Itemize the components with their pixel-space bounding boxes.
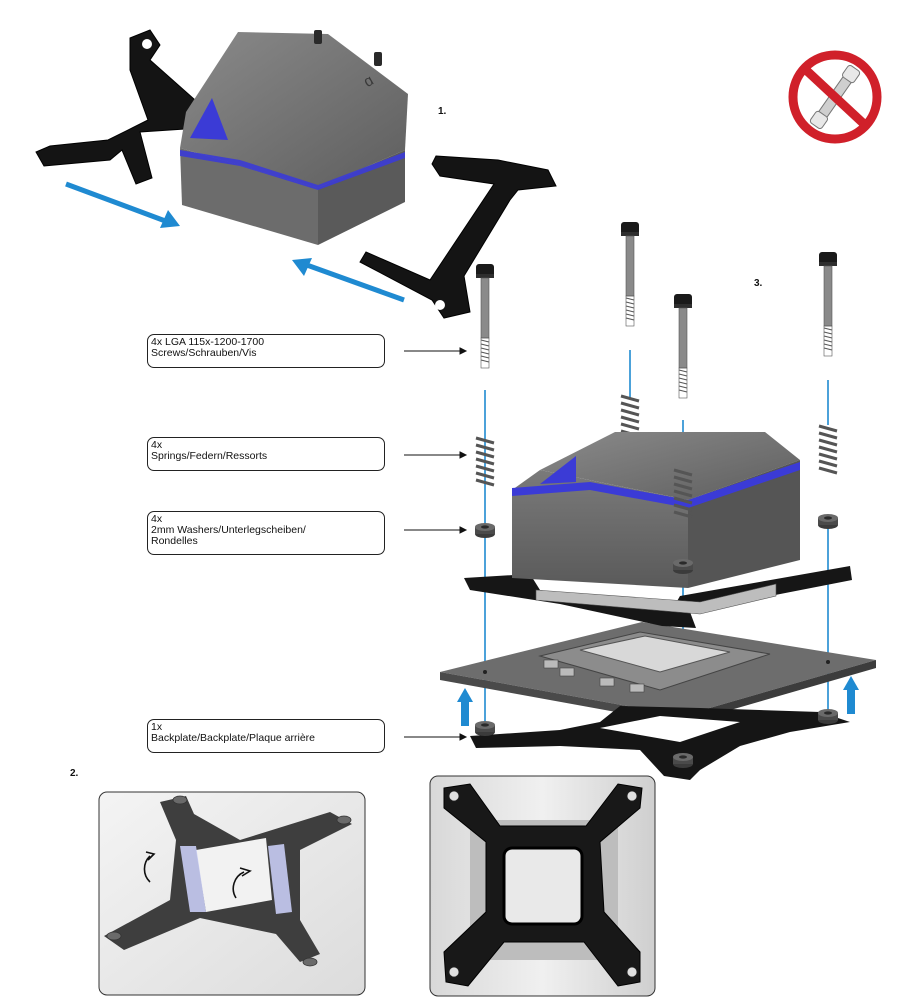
screw-3	[673, 293, 693, 399]
up-arrow-right	[843, 676, 859, 714]
screws-callout-line2: Screws/Schrauben/Vis	[151, 347, 257, 359]
washers-callout: 4x 2mm Washers/Unterlegscheiben/ Rondell…	[147, 511, 385, 555]
screw-4	[818, 251, 838, 357]
callout-pointers	[404, 347, 468, 741]
backplate-callout-line2: Backplate/Backplate/Plaque arrière	[151, 732, 316, 744]
step-1-label: 1.	[438, 106, 447, 117]
backplate-callout-line1: 1x	[151, 721, 163, 733]
springs-callout: 4x Springs/Federn/Ressorts	[147, 437, 385, 471]
backplate-callout: 1x Backplate/Backplate/Plaque arrière	[147, 719, 385, 753]
panel-backplate-stickers	[98, 791, 366, 996]
blue-arrow-right	[65, 181, 180, 228]
washer-4	[818, 514, 838, 529]
rotate-arrow-icon	[143, 851, 252, 899]
water-block-assembled	[512, 432, 800, 615]
step-2-label: 2.	[70, 768, 79, 779]
screw-1	[475, 263, 495, 369]
left-mounting-bracket	[35, 29, 213, 185]
washer-1	[475, 523, 495, 538]
washers-callout-line3: Rondelles	[151, 535, 198, 547]
screw-2	[620, 221, 640, 327]
spring-4	[817, 424, 839, 475]
right-mounting-bracket	[359, 155, 557, 319]
water-block-top: ᵅ	[180, 30, 408, 245]
blue-arrow-left	[292, 258, 405, 303]
screws-callout: 4x LGA 115x-1200-1700 Screws/Schrauben/V…	[147, 334, 385, 368]
motherboard	[440, 622, 876, 724]
screws-callout-line1: 4x LGA 115x-1200-1700	[151, 336, 265, 348]
washers-callout-line1: 4x	[151, 513, 163, 525]
springs-callout-line2: Springs/Federn/Ressorts	[151, 450, 268, 462]
panel-cpu-socket-bracket	[429, 775, 656, 997]
washer-3	[673, 559, 693, 574]
backplate	[470, 706, 850, 780]
step-3-label: 3.	[754, 278, 763, 289]
springs-callout-line1: 4x	[151, 439, 163, 451]
washers-callout-line2: 2mm Washers/Unterlegscheiben/	[151, 524, 306, 536]
no-screwdriver-icon	[788, 50, 882, 144]
up-arrow-left	[457, 688, 473, 726]
